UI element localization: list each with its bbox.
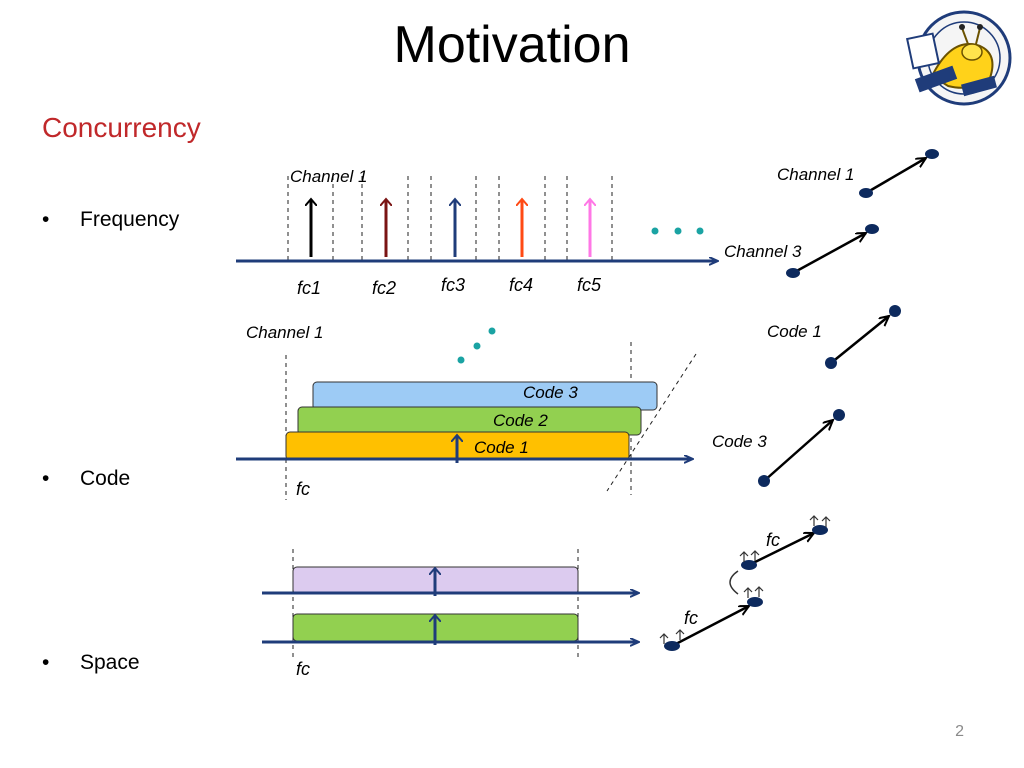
node [859, 188, 873, 198]
node [925, 149, 939, 159]
code-diagonal [606, 353, 697, 492]
node [889, 305, 901, 317]
interference-arc [729, 570, 739, 595]
link-arrow [830, 316, 889, 364]
link-arrow [865, 158, 926, 195]
link-arrow [792, 231, 866, 275]
link-label-code-1: Code 1 [767, 322, 822, 341]
page-number: 2 [955, 723, 964, 740]
code-1-label: Code 1 [474, 438, 529, 457]
link-label-code-3: Code 3 [712, 432, 767, 451]
channel-label: Channel 1 [246, 323, 324, 342]
bullet-marker: • [42, 208, 50, 231]
fc-label: fc [296, 479, 310, 499]
ellipsis-dots [651, 227, 704, 235]
fc-label: fc [296, 659, 310, 679]
bullet-marker: • [42, 651, 50, 674]
bullet-label: Space [80, 651, 140, 674]
node [758, 475, 770, 487]
link-arrow [671, 604, 749, 648]
slide-title: Motivation [393, 16, 631, 74]
link-label-channel-3: Channel 3 [724, 242, 802, 261]
link-label-fc-bottom: fc [684, 608, 698, 628]
node [865, 224, 879, 234]
node [812, 525, 828, 535]
bullet-label: Code [80, 467, 131, 490]
carrier-label-fc5: fc5 [577, 275, 602, 295]
space-section: fc fc fc [262, 515, 831, 679]
bullet-space: • Space [42, 651, 140, 675]
university-logo [905, 10, 1012, 106]
bullet-code: • Code [42, 467, 130, 491]
code-2-label: Code 2 [493, 411, 548, 430]
carrier-label-fc1: fc1 [297, 278, 321, 298]
bullet-marker: • [42, 467, 50, 490]
node [664, 641, 680, 651]
node [741, 560, 757, 570]
code-2-bar [297, 406, 642, 436]
antenna-icon [659, 515, 831, 644]
bullet-frequency: • Frequency [42, 208, 179, 232]
carrier-label-fc4: fc4 [509, 275, 533, 295]
node [833, 409, 845, 421]
carrier-label-fc2: fc2 [372, 278, 396, 298]
channel-label: Channel 1 [290, 167, 368, 186]
node [825, 357, 837, 369]
carrier-label-fc3: fc3 [441, 275, 465, 295]
link-label-channel-1: Channel 1 [777, 165, 855, 184]
frequency-section: Channel 1 fc1 fc2 fc3 fc4 fc5 Channel 1 … [236, 149, 939, 298]
code-3-label: Code 3 [523, 383, 578, 402]
link-arrow [748, 531, 814, 567]
slide-subtitle: Concurrency [42, 112, 201, 143]
code-3-bar [312, 381, 658, 411]
link-label-fc-top: fc [766, 530, 780, 550]
bullet-label: Frequency [80, 208, 180, 231]
node [747, 597, 763, 607]
ellipsis-dots [457, 327, 496, 364]
link-arrow [763, 420, 833, 482]
code-section: Channel 1 Code 3 Code 2 Code 1 fc Code 1… [236, 305, 901, 500]
node [786, 268, 800, 278]
channel-boundaries [287, 176, 613, 262]
